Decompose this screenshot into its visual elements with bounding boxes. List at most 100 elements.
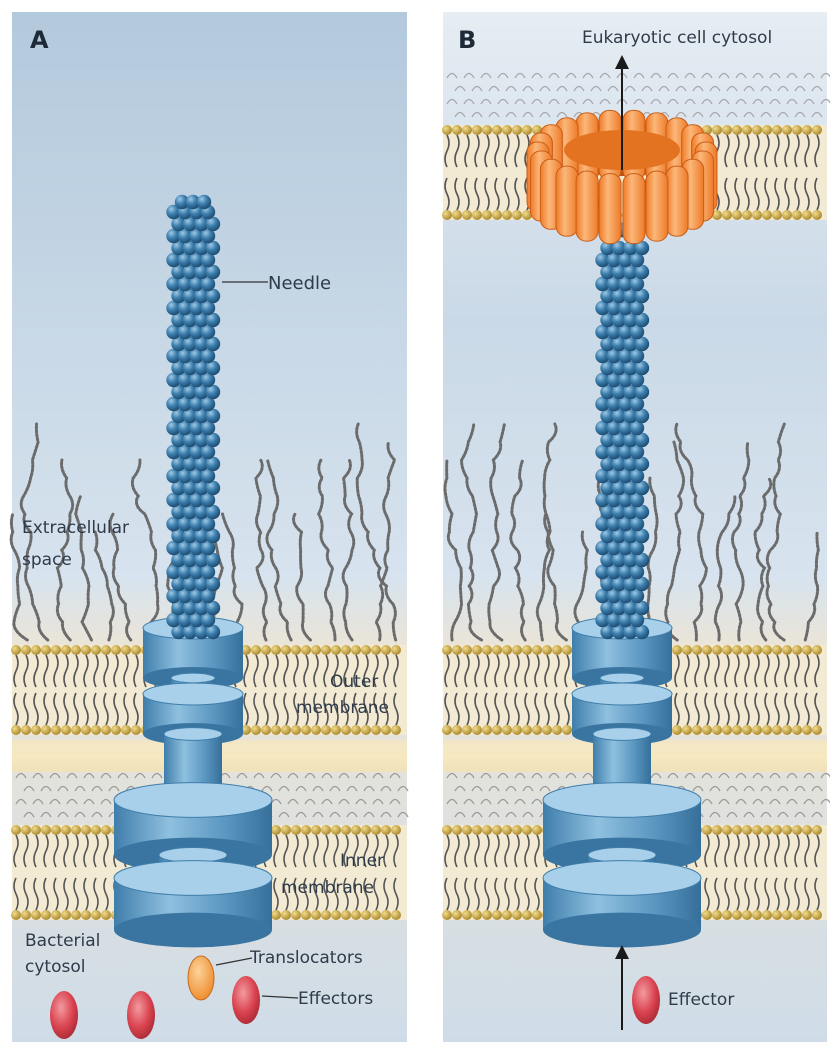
lipid-head [562,725,572,735]
lipid-head [532,725,542,735]
lipid-head [482,125,492,135]
lipid-head [31,825,41,835]
lipid-head [251,725,261,735]
lipid-head [792,645,802,655]
lipid-head [131,645,141,655]
lipid-head [281,825,291,835]
lipid-head [462,825,472,835]
lipid-head [71,725,81,735]
lipid-head [712,910,722,920]
lipid-head [271,725,281,735]
pore-subunit [623,174,645,244]
lipid-head [502,645,512,655]
needle-label: Needle [268,273,331,294]
lipid-head [81,645,91,655]
lipid-head [502,825,512,835]
lipid-head [361,825,371,835]
lipid-head [782,645,792,655]
lipid-head [742,125,752,135]
lipid-head [41,910,51,920]
lipid-head [311,725,321,735]
lipid-head [702,725,712,735]
extracellular-label-line2: space [22,550,72,570]
lipid-head [462,125,472,135]
lipid-head [341,645,351,655]
lipid-head [321,910,331,920]
lipid-head [361,725,371,735]
bacterial-cytosol-label-line1: Bacterial [25,931,100,951]
lipid-head [522,125,532,135]
lipid-head [532,910,542,920]
lipid-head [522,645,532,655]
lipid-head [802,210,812,220]
lipid-head [101,645,111,655]
lipid-head [311,910,321,920]
lipid-head [672,725,682,735]
lipid-head [552,725,562,735]
lipid-head [792,910,802,920]
pore-subunit [576,171,598,241]
pore-subunit [599,174,621,244]
lipid-head [331,725,341,735]
lipid-head [31,725,41,735]
lipid-head [752,125,762,135]
lipid-head [472,825,482,835]
lipid-head [732,910,742,920]
lipid-head [772,910,782,920]
lipid-head [101,910,111,920]
lipid-head [542,725,552,735]
lipid-head [291,910,301,920]
lipid-head [321,645,331,655]
lipid-head [762,910,772,920]
lipid-head [522,825,532,835]
lipid-head [11,645,21,655]
lipid-head [492,210,502,220]
panel-a-letter: A [30,26,49,54]
lipid-head [371,645,381,655]
lipid-head [291,825,301,835]
lipid-head [502,125,512,135]
lipid-head [702,645,712,655]
lipid-head [331,645,341,655]
effector-protein-1 [50,991,78,1039]
lipid-head [51,825,61,835]
lipid-head [391,725,401,735]
lipid-head [772,725,782,735]
lipid-head [131,725,141,735]
needle-complex [166,195,220,639]
lipid-head [442,825,452,835]
lipid-head [301,910,311,920]
bacterial-cytosol-label-line2: cytosol [25,957,85,977]
lipid-head [692,645,702,655]
lipid-head [281,910,291,920]
lipid-head [542,645,552,655]
lipid-head [682,645,692,655]
lipid-head [442,725,452,735]
lipid-head [91,725,101,735]
lipid-head [732,125,742,135]
lipid-head [61,645,71,655]
lipid-head [532,825,542,835]
lipid-head [712,645,722,655]
pore-subunit [556,166,578,236]
lipid-head [61,725,71,735]
lipid-head [462,210,472,220]
lipid-head [41,825,51,835]
lipid-head [81,725,91,735]
lipid-head [482,725,492,735]
basal-ring-top [593,728,651,741]
effectors-label: Effectors [298,989,373,1009]
lipid-head [111,725,121,735]
lipid-head [502,910,512,920]
lipid-head [311,825,321,835]
lipid-head [702,910,712,920]
lipid-head [792,725,802,735]
lipid-head [91,825,101,835]
lipid-head [271,910,281,920]
lipid-head [452,910,462,920]
lipid-head [21,645,31,655]
lipid-head [71,825,81,835]
lipid-head [482,645,492,655]
lipid-head [452,725,462,735]
lipid-head [341,910,351,920]
